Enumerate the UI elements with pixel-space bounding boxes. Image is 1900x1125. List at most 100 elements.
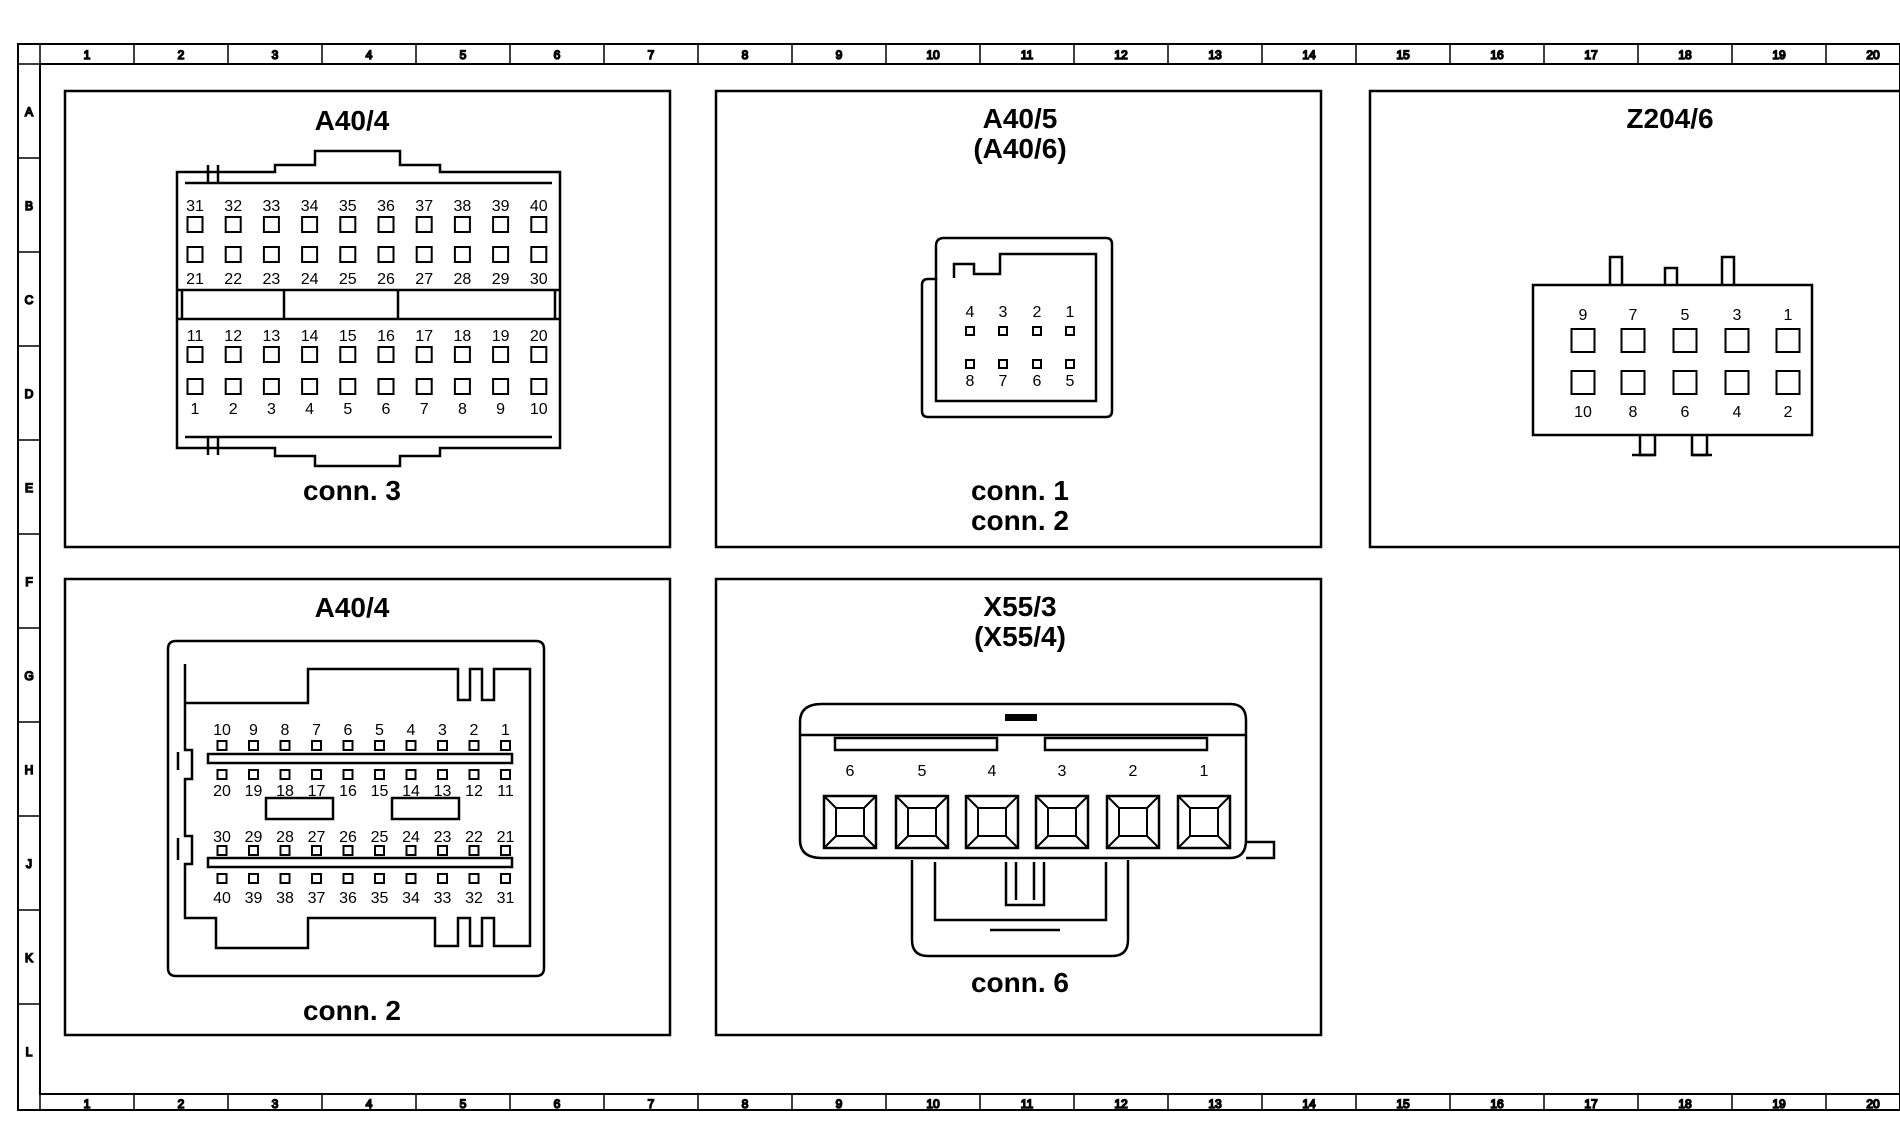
row-label: F bbox=[25, 575, 32, 589]
pin-number: 14 bbox=[402, 783, 420, 800]
pin-cavity bbox=[965, 359, 975, 369]
column-label: 3 bbox=[272, 1097, 279, 1111]
pin-cavity bbox=[301, 346, 319, 363]
pin-cavity bbox=[453, 216, 471, 233]
column-label: 1 bbox=[84, 1097, 91, 1111]
pin-number: 3 bbox=[999, 304, 1008, 321]
row-label: D bbox=[25, 387, 34, 401]
pin-number: 18 bbox=[454, 328, 472, 345]
pin-cavity bbox=[339, 216, 357, 233]
pin-number: 37 bbox=[308, 890, 326, 907]
panel-caption: conn. 6 bbox=[971, 967, 1069, 998]
pin-number: 6 bbox=[846, 763, 855, 780]
pin-cavity bbox=[224, 246, 242, 263]
pin-cavity bbox=[415, 378, 433, 395]
pin-number: 20 bbox=[213, 783, 231, 800]
column-label: 18 bbox=[1678, 48, 1692, 62]
pin-number: 40 bbox=[213, 890, 231, 907]
pin-number: 8 bbox=[966, 373, 975, 390]
pin-number: 27 bbox=[308, 829, 326, 846]
pin-number: 15 bbox=[371, 783, 389, 800]
pin-number: 32 bbox=[465, 890, 483, 907]
pin-number: 8 bbox=[281, 722, 290, 739]
panel-title: A40/4 bbox=[315, 592, 390, 623]
pin-cavity bbox=[248, 873, 259, 884]
pin-cavity bbox=[437, 845, 448, 856]
pin-number: 19 bbox=[492, 328, 510, 345]
pin-cavity bbox=[342, 740, 354, 751]
pin-number: 5 bbox=[1681, 307, 1690, 324]
pin-number: 2 bbox=[470, 722, 479, 739]
pin-cavity bbox=[998, 359, 1008, 369]
column-label: 19 bbox=[1772, 48, 1786, 62]
pin-number: 2 bbox=[1033, 304, 1042, 321]
pin-number: 6 bbox=[1681, 404, 1690, 421]
column-label: 15 bbox=[1396, 48, 1410, 62]
pin-cavity bbox=[224, 378, 242, 395]
pin-cavity bbox=[453, 346, 471, 363]
pin-cavity bbox=[279, 769, 291, 780]
pin-cavity bbox=[1065, 326, 1075, 336]
pin-cavity bbox=[1672, 328, 1698, 353]
inner-frame bbox=[39, 63, 1900, 1095]
pin-cavity bbox=[965, 326, 975, 336]
pin-number: 21 bbox=[497, 829, 515, 846]
pin-cavity bbox=[1620, 370, 1646, 395]
pin-cavity bbox=[224, 216, 242, 233]
pin-cavity bbox=[248, 845, 259, 856]
pin-cavity bbox=[415, 246, 433, 263]
pin-cavity bbox=[262, 346, 280, 363]
pin-cavity bbox=[186, 246, 204, 263]
pin-number: 31 bbox=[497, 890, 515, 907]
pin-number: 4 bbox=[988, 763, 997, 780]
pin-number: 36 bbox=[377, 198, 395, 215]
pin-number: 29 bbox=[245, 829, 263, 846]
pin-number: 20 bbox=[530, 328, 548, 345]
column-label: 16 bbox=[1490, 48, 1504, 62]
pin-cavity bbox=[301, 246, 319, 263]
pin-number: 26 bbox=[377, 271, 395, 288]
terminal-bevel bbox=[895, 795, 949, 849]
pin-number: 22 bbox=[224, 271, 242, 288]
pin-number: 1 bbox=[1066, 304, 1075, 321]
row-label: A bbox=[25, 105, 33, 119]
pin-cavity bbox=[530, 246, 548, 263]
pin-number: 5 bbox=[918, 763, 927, 780]
pin-number: 7 bbox=[1629, 307, 1638, 324]
pin-cavity bbox=[530, 378, 548, 395]
pin-number: 30 bbox=[213, 829, 231, 846]
pin-number: 32 bbox=[224, 198, 242, 215]
column-label: 8 bbox=[742, 48, 749, 62]
pin-cavity bbox=[262, 246, 280, 263]
column-label: 6 bbox=[554, 1097, 561, 1111]
pin-number: 11 bbox=[497, 783, 514, 800]
row-label: C bbox=[25, 293, 34, 307]
pin-number: 8 bbox=[1629, 404, 1638, 421]
pin-cavity bbox=[342, 769, 354, 780]
pin-number: 35 bbox=[371, 890, 389, 907]
pin-cavity bbox=[500, 845, 511, 856]
pin-number: 13 bbox=[263, 328, 281, 345]
pin-number: 1 bbox=[1200, 763, 1209, 780]
column-label: 14 bbox=[1302, 1097, 1316, 1111]
pin-cavity bbox=[492, 378, 510, 395]
pin-cavity bbox=[186, 378, 204, 395]
row-label: H bbox=[25, 763, 34, 777]
pin-number: 4 bbox=[966, 304, 975, 321]
column-label: 12 bbox=[1114, 48, 1128, 62]
panel-subtitle: (A40/6) bbox=[973, 133, 1066, 164]
pin-number: 33 bbox=[434, 890, 452, 907]
pin-number: 10 bbox=[530, 401, 548, 418]
pin-number: 4 bbox=[305, 401, 314, 418]
column-label: 15 bbox=[1396, 1097, 1410, 1111]
pin-cavity bbox=[311, 873, 322, 884]
pin-number: 12 bbox=[224, 328, 242, 345]
pin-number: 24 bbox=[402, 829, 420, 846]
pin-cavity bbox=[1570, 370, 1596, 395]
pin-cavity bbox=[342, 873, 354, 884]
terminal-contact bbox=[1118, 807, 1148, 837]
column-label: 7 bbox=[648, 48, 655, 62]
